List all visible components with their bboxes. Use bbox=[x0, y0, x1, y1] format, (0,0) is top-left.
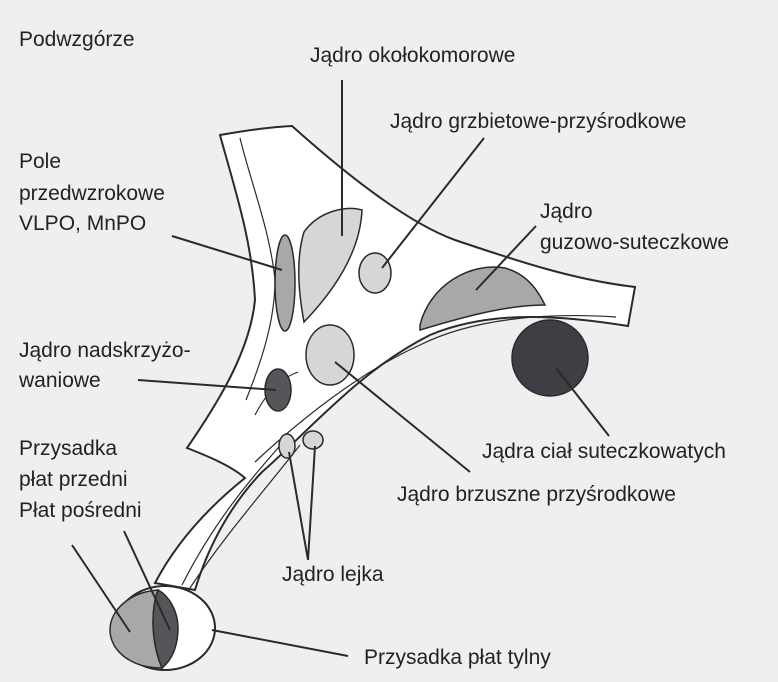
label-suprachiasmatic-line2: waniowe bbox=[19, 369, 101, 392]
label-pituitary-anterior-line2: płat przedni bbox=[19, 468, 128, 491]
tuberomammillary-nucleus bbox=[419, 266, 547, 332]
leader-tuberomammillary bbox=[475, 225, 537, 291]
ventromedial-nucleus bbox=[305, 324, 355, 386]
label-preoptic-line2: przedwzrokowe bbox=[19, 182, 165, 205]
leader-lines bbox=[71, 80, 610, 657]
label-pituitary-intermediate: Płat pośredni bbox=[19, 499, 142, 522]
label-mammillary: Jądra ciał suteczkowatych bbox=[482, 440, 726, 463]
leader-arcuate-left bbox=[288, 451, 309, 561]
arcuate-nucleus-right bbox=[302, 430, 324, 450]
stalk-line-2 bbox=[189, 444, 301, 589]
inner-line bbox=[254, 314, 617, 463]
leader-suprachiasmatic bbox=[137, 379, 277, 391]
label-arcuate: Jądro lejka bbox=[282, 563, 384, 586]
pituitary-intermediate bbox=[152, 588, 179, 670]
label-paraventricular: Jądro okołokomorowe bbox=[310, 44, 516, 67]
label-suprachiasmatic-line1: Jądro nadskrzyżo- bbox=[19, 339, 191, 362]
leader-preoptic bbox=[171, 235, 283, 271]
paraventricular-nucleus bbox=[298, 207, 363, 324]
label-preoptic-line1: Pole bbox=[19, 150, 62, 173]
leader-pituitary-intermediate bbox=[123, 530, 171, 631]
leader-ventromedial bbox=[334, 361, 471, 473]
leader-pituitary-posterior bbox=[211, 629, 349, 657]
label-tuberomammillary-line2: guzowo-suteczkowe bbox=[540, 231, 730, 254]
diagram-title: Podwzgórze bbox=[19, 28, 135, 51]
dorsomedial-nucleus bbox=[358, 252, 392, 294]
label-dorsomedial: Jądro grzbietowe-przyśrodkowe bbox=[390, 110, 687, 133]
leader-pituitary-anterior bbox=[71, 544, 131, 633]
leader-arcuate-right bbox=[307, 445, 316, 561]
arcuate-nucleus-left bbox=[278, 433, 296, 459]
label-preoptic-line3: VLPO, MnPO bbox=[19, 212, 147, 235]
mammillary-body bbox=[511, 319, 589, 397]
label-tuberomammillary-line1: Jądro bbox=[540, 200, 593, 223]
preoptic-area bbox=[274, 234, 296, 332]
stalk-line bbox=[181, 439, 286, 586]
label-pituitary-posterior: Przysadka płat tylny bbox=[364, 646, 551, 669]
leader-dorsomedial bbox=[381, 137, 485, 269]
label-ventromedial: Jądro brzuszne przyśrodkowe bbox=[397, 483, 676, 506]
leader-mammillary bbox=[555, 367, 610, 437]
label-pituitary-anterior-line1: Przysadka bbox=[19, 437, 118, 460]
